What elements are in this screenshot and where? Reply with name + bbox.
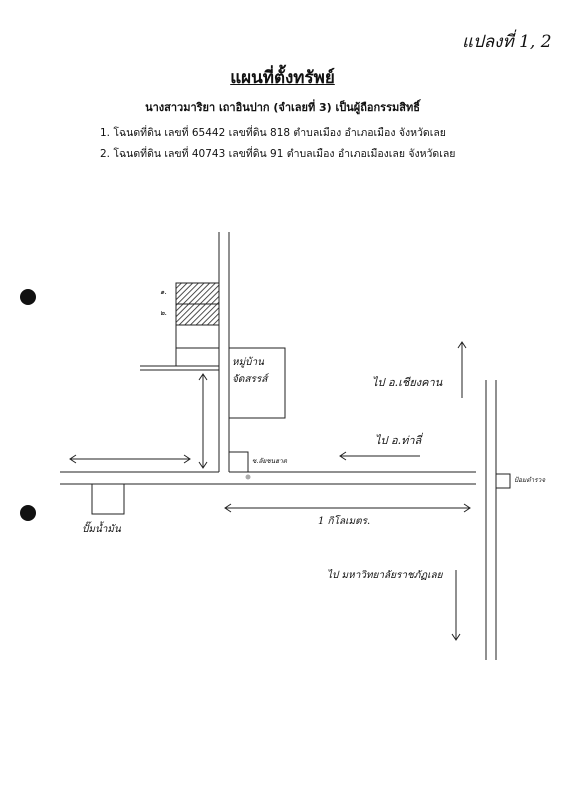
alley-label: ซ.ลัยชนฮาต (252, 457, 287, 465)
gas-station-label: ปั๊มน้ำมัน (82, 524, 121, 535)
checkpoint-box (495, 473, 511, 489)
to-tha-li-label: ไป อ.ท่าลี่ (375, 434, 422, 447)
to-chiang-khan-label: ไป อ.เชียงคาน (372, 376, 443, 389)
village-block (228, 347, 286, 419)
punch-hole-bottom (20, 505, 36, 521)
owner-line: นางสาวมาริยา เถาอินปาก (จำเลยที่ 3) เป็น… (145, 101, 420, 114)
deed-line-2: 2. โฉนดที่ดิน เลขที่ 40743 เลขที่ดิน 91 … (100, 148, 456, 160)
page-title: แผนที่ตั้งทรัพย์ (230, 68, 335, 88)
punch-hole-top (20, 289, 36, 305)
plot-1-label: ๑. (160, 288, 167, 296)
plot-2-hatched (175, 303, 220, 326)
to-university-label: ไป มหาวิทยาลัยราชภัฏเลย (327, 570, 443, 581)
plot-2-label: ๒. (160, 309, 167, 317)
plot-1-hatched (175, 282, 220, 305)
sheet-number: แปลงที่ 1, 2 (462, 32, 552, 52)
deed-line-1: 1. โฉนดที่ดิน เลขที่ 65442 เลขที่ดิน 818… (100, 127, 446, 139)
gas-station-box (91, 483, 125, 515)
village-label: หมู่บ้าน จัดสรรส์ (232, 357, 268, 385)
checkpoint-label: ป้อมตำรวจ (514, 476, 546, 484)
distance-label: 1 กิโลเมตร. (318, 516, 371, 527)
